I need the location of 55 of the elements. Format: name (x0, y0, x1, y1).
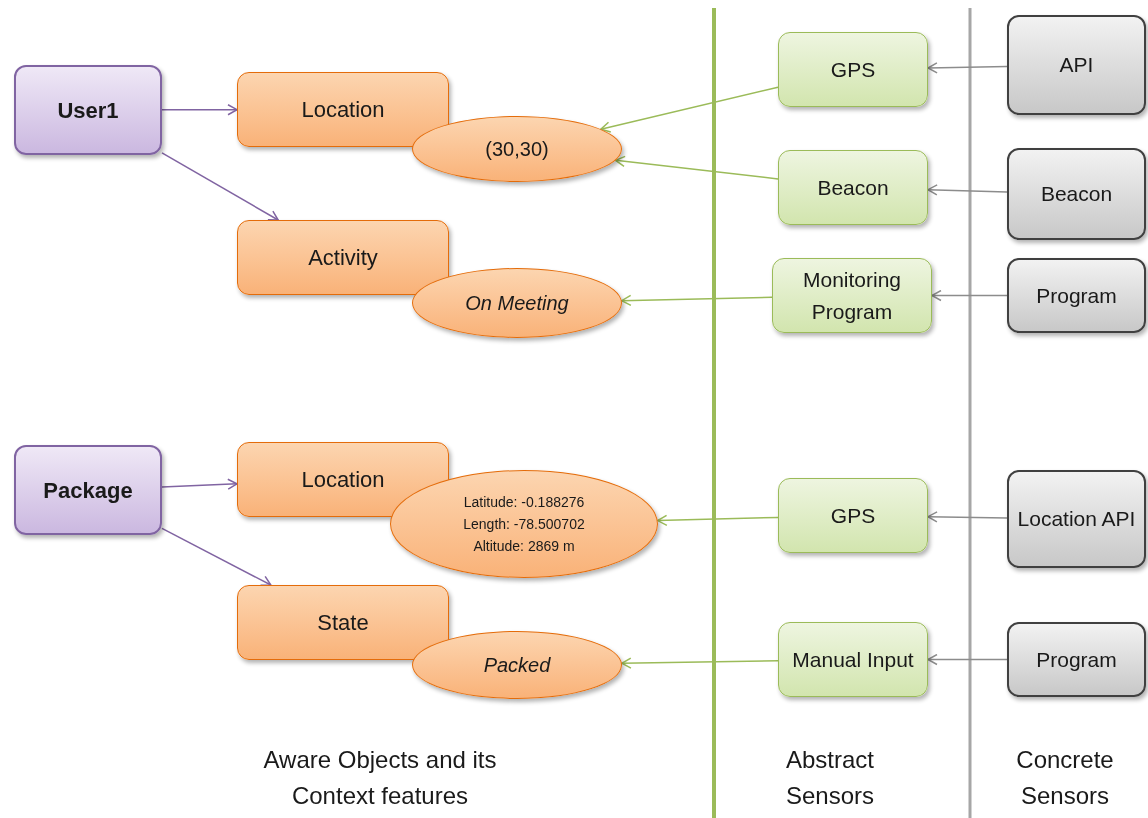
node-text: GPS (829, 56, 877, 83)
sensor-box (1007, 148, 1146, 240)
node-text: Monitoring Program (801, 266, 903, 325)
sensor-box (1007, 15, 1146, 115)
arrow (614, 155, 779, 180)
column-heading: Concrete Sensors (1015, 745, 1115, 811)
sensor-box (1007, 622, 1146, 697)
column-heading: Abstract Sensors (784, 745, 875, 811)
arrow (621, 294, 773, 307)
node-text: User1 (56, 96, 120, 125)
node-text: Location (300, 466, 386, 494)
node-text: Location API (1016, 506, 1137, 532)
arrow (927, 653, 1008, 666)
arrow (621, 657, 779, 669)
arrow (600, 86, 779, 133)
node-text: Package (42, 476, 134, 505)
sensor-box (778, 622, 928, 697)
arrow (161, 527, 272, 587)
arrow (657, 514, 779, 527)
node-text: Program (1035, 282, 1118, 309)
arrow (927, 184, 1008, 196)
arrow (927, 62, 1008, 74)
sensor-box (778, 478, 928, 553)
arrow (161, 104, 238, 116)
feature-box (237, 585, 449, 660)
node-text: Length: -78.500702 (462, 515, 586, 534)
node-text: Program (1035, 646, 1118, 673)
object-box (14, 445, 162, 535)
sensor-box (778, 150, 928, 225)
node-text: Location (300, 96, 386, 124)
sensor-box (1007, 470, 1146, 568)
node-text: (30,30) (484, 137, 550, 162)
node-text: Altitude: 2869 m (472, 537, 576, 556)
node-text: State (316, 609, 370, 637)
sensor-box (778, 32, 928, 107)
node-text: GPS (829, 502, 877, 529)
arrow (931, 289, 1008, 302)
node-text: Beacon (1039, 181, 1114, 207)
node-text: Manual Input (791, 646, 915, 673)
node-text: Activity (307, 244, 379, 272)
feature-box (237, 442, 449, 517)
sensor-box (772, 258, 932, 333)
node-text: Packed (482, 653, 552, 678)
arrow (161, 478, 238, 490)
node-text: On Meeting (464, 291, 570, 316)
object-box (14, 65, 162, 155)
feature-box (237, 72, 449, 147)
feature-box (237, 220, 449, 295)
arrow (927, 511, 1008, 523)
node-text: Latitude: -0.188276 (462, 493, 586, 512)
column-heading: Aware Objects and its Context features (262, 745, 498, 811)
arrow (161, 152, 279, 221)
sensor-box (1007, 258, 1146, 333)
node-text: API (1058, 52, 1095, 78)
node-text: Beacon (816, 174, 890, 201)
